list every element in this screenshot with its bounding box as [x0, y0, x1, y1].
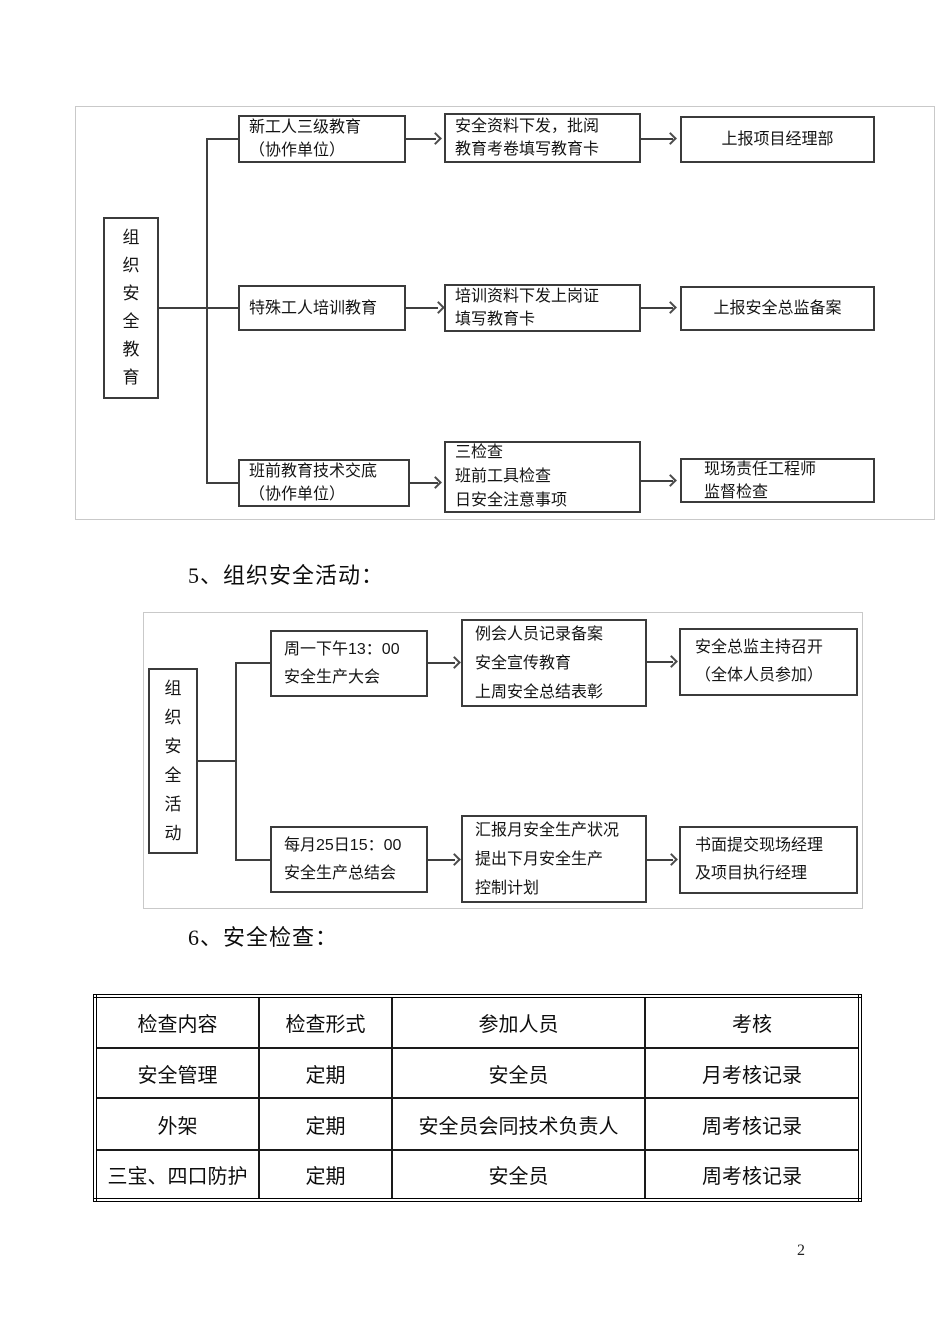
flow-outcome-box: 上报项目经理部: [680, 116, 875, 163]
flow-step-box: 特殊工人培训教育: [238, 285, 406, 331]
table-row: 外架 定期 安全员会同技术负责人 周考核记录: [94, 1097, 861, 1151]
arrow-line: [641, 480, 673, 482]
flow-step-text: 周一下午13：00 安全生产大会: [284, 640, 400, 686]
flow-outcome-text: 现场责任工程师 监督检查: [704, 460, 817, 501]
arrow-line: [406, 138, 436, 140]
connector-line: [208, 138, 238, 140]
table-header-row: 检查内容 检查形式 参加人员 考核: [94, 995, 861, 1049]
flow-step-box: 每月25日15：00 安全生产总结会: [270, 826, 428, 893]
inspection-table: 检查内容 检查形式 参加人员 考核 安全管理 定期 安全员 月考核记录 外架 定…: [93, 994, 862, 1202]
table-header-cell: 检查形式: [258, 995, 393, 1049]
flow-outcome-text: 上报安全总监备案: [713, 300, 842, 317]
table-cell: 三宝、四口防护: [94, 1149, 260, 1201]
flow-action-text: 汇报月安全生产状况 提出下月安全生产 控制计划: [475, 821, 620, 897]
trunk-line: [206, 138, 208, 484]
table-cell: 安全员: [391, 1047, 646, 1099]
flow-outcome-text: 安全总监主持召开 （全体人员参加）: [695, 639, 824, 684]
flow-step-text: 特殊工人培训教育: [249, 299, 378, 317]
education-root-label: 组织安全教育: [122, 228, 140, 387]
section-heading-6: 6、安全检查：: [188, 925, 339, 950]
flow-outcome-box: 书面提交现场经理 及项目执行经理: [679, 826, 858, 894]
arrow-line: [647, 859, 673, 861]
table-cell: 周考核记录: [644, 1149, 861, 1201]
arrow-line: [647, 661, 673, 663]
arrow-line: [641, 307, 673, 309]
education-flowchart-frame: [75, 106, 935, 520]
flow-action-text: 安全资料下发，批阅 教育考卷填写教育卡: [455, 118, 600, 158]
flow-step-text: 班前教育技术交底 （协作单位）: [249, 463, 378, 503]
table-cell: 安全员会同技术负责人: [391, 1097, 646, 1151]
flow-action-box: 汇报月安全生产状况 提出下月安全生产 控制计划: [461, 815, 647, 903]
table-cell: 安全管理: [94, 1047, 260, 1099]
arrow-line: [428, 859, 455, 861]
flow-step-text: 每月25日15：00 安全生产总结会: [284, 836, 402, 882]
activity-root-label: 组织安全活动: [164, 679, 182, 843]
trunk-line: [235, 662, 237, 861]
section-heading-5: 5、组织安全活动：: [188, 563, 385, 588]
table-cell: 定期: [258, 1097, 393, 1151]
table-header-cell: 检查内容: [94, 995, 260, 1049]
connector-line: [159, 307, 207, 309]
table-header-cell: 考核: [644, 995, 861, 1049]
table-cell: 外架: [94, 1097, 260, 1151]
connector-line: [237, 662, 270, 664]
table-cell: 周考核记录: [644, 1097, 861, 1151]
flow-outcome-box: 现场责任工程师 监督检查: [680, 458, 875, 503]
table-row: 三宝、四口防护 定期 安全员 周考核记录: [94, 1149, 861, 1201]
flow-action-text: 三检查 班前工具检查 日安全注意事项: [455, 444, 568, 509]
flow-step-box: 班前教育技术交底 （协作单位）: [238, 459, 410, 507]
activity-flowchart-frame: [143, 612, 863, 909]
flow-step-box: 新工人三级教育 （协作单位）: [238, 115, 406, 163]
connector-line: [237, 859, 270, 861]
flow-outcome-text: 书面提交现场经理 及项目执行经理: [695, 837, 824, 882]
table-cell: 定期: [258, 1149, 393, 1201]
page-number: 2: [797, 1242, 805, 1259]
table-cell: 安全员: [391, 1149, 646, 1201]
arrow-line: [410, 482, 438, 484]
activity-flowchart-root-box: 组织安全活动: [148, 668, 198, 854]
flow-action-box: 培训资料下发上岗证 填写教育卡: [444, 284, 641, 332]
education-flowchart-root-box: 组织安全教育: [103, 217, 159, 399]
table-header-cell: 参加人员: [391, 995, 646, 1049]
flow-step-text: 新工人三级教育 （协作单位）: [249, 119, 362, 159]
table-cell: 定期: [258, 1047, 393, 1099]
flow-action-box: 三检查 班前工具检查 日安全注意事项: [444, 441, 641, 513]
arrow-line: [406, 307, 438, 309]
connector-line: [208, 482, 238, 484]
table-cell: 月考核记录: [644, 1047, 861, 1099]
flow-action-text: 培训资料下发上岗证 填写教育卡: [455, 288, 600, 328]
table-row: 安全管理 定期 安全员 月考核记录: [94, 1047, 861, 1099]
connector-line: [198, 760, 236, 762]
flow-action-box: 安全资料下发，批阅 教育考卷填写教育卡: [444, 113, 641, 163]
connector-line: [208, 307, 238, 309]
flow-action-box: 例会人员记录备案 安全宣传教育 上周安全总结表彰: [461, 619, 647, 707]
flow-outcome-text: 上报项目经理部: [721, 131, 834, 148]
flow-action-text: 例会人员记录备案 安全宣传教育 上周安全总结表彰: [475, 625, 604, 701]
arrow-line: [641, 138, 673, 140]
flow-outcome-box: 安全总监主持召开 （全体人员参加）: [679, 628, 858, 696]
arrow-line: [428, 662, 455, 664]
flow-outcome-box: 上报安全总监备案: [680, 286, 875, 331]
flow-step-box: 周一下午13：00 安全生产大会: [270, 630, 428, 697]
